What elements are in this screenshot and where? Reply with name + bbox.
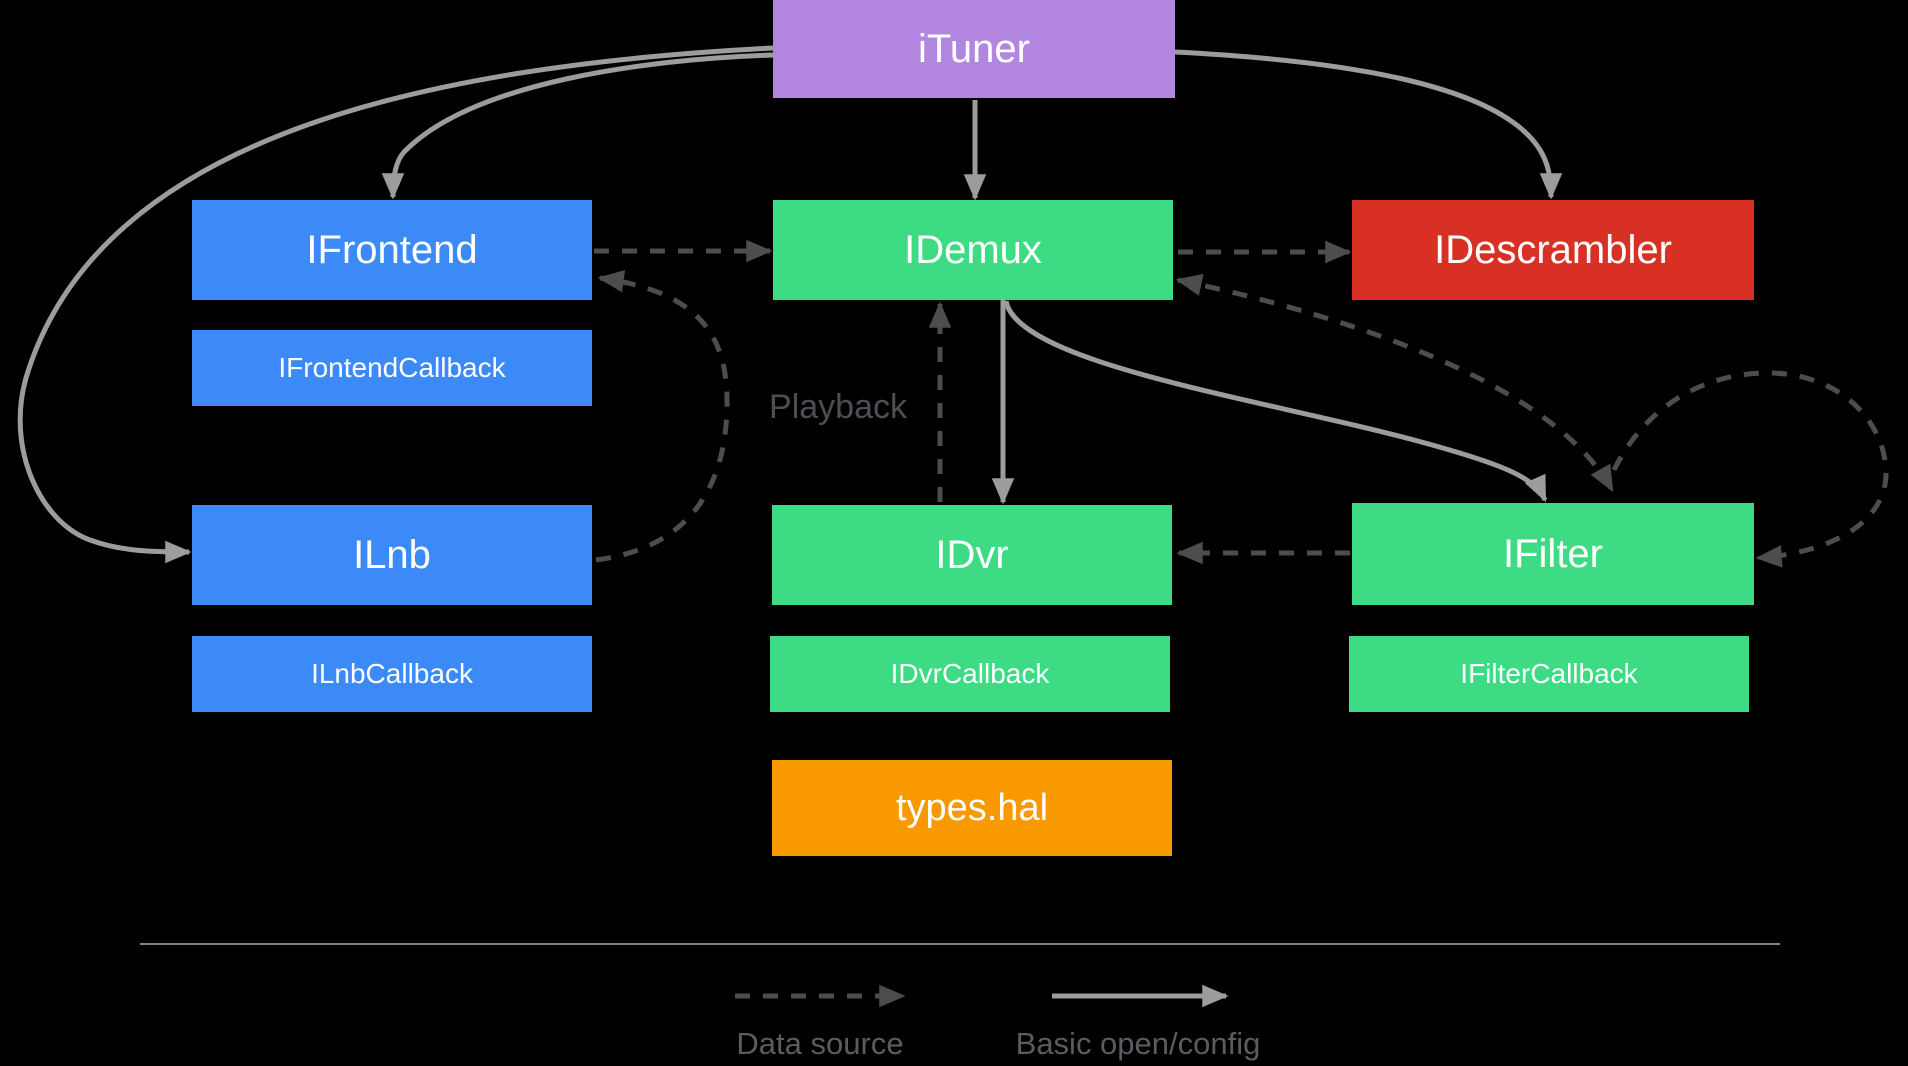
edge-idemux-to-ifilter <box>1003 300 1548 503</box>
node-ifilter-callback: IFilterCallback <box>1349 636 1749 712</box>
node-idemux: IDemux <box>773 200 1173 300</box>
node-ifilter: IFilter <box>1352 503 1754 605</box>
node-ilnb-label: ILnb <box>353 533 431 577</box>
edge-ifilter-self-loop <box>1611 370 1889 568</box>
node-idemux-label: IDemux <box>904 228 1042 272</box>
node-ifrontend-label: IFrontend <box>306 228 478 272</box>
node-idvr: IDvr <box>772 505 1172 605</box>
node-types-hal-label: types.hal <box>895 787 1049 829</box>
node-ifilter-label: IFilter <box>1503 532 1603 576</box>
playback-label: Playback <box>769 388 907 426</box>
node-ifrontend-callback: IFrontendCallback <box>192 330 592 406</box>
edge-ituner-to-ifrontend <box>381 52 774 200</box>
edge-idemux-ifilter-bidirectional <box>1175 273 1615 493</box>
node-idvr-callback-label: IDvrCallback <box>890 658 1050 689</box>
node-idvr-label: IDvr <box>935 533 1009 577</box>
node-ifrontend-callback-label: IFrontendCallback <box>278 352 506 383</box>
node-ilnb: ILnb <box>192 505 592 605</box>
node-ilnb-callback-label: ILnbCallback <box>311 658 473 689</box>
node-ilnb-callback: ILnbCallback <box>192 636 592 712</box>
node-ituner: iTuner <box>773 0 1175 98</box>
legend-basic-open-config-label: Basic open/config <box>1015 1026 1261 1061</box>
edge-ituner-to-ilnb <box>17 45 774 564</box>
node-idvr-callback: IDvrCallback <box>770 636 1170 712</box>
node-ituner-label: iTuner <box>918 27 1030 71</box>
node-idescrambler: IDescrambler <box>1352 200 1754 300</box>
edge-ilnb-to-ifrontend <box>595 270 730 563</box>
node-idescrambler-label: IDescrambler <box>1434 228 1672 272</box>
edge-ituner-to-idescrambler <box>1174 49 1563 200</box>
node-types-hal: types.hal <box>772 760 1172 856</box>
node-ifrontend: IFrontend <box>192 200 592 300</box>
legend-data-source-label: Data source <box>736 1026 904 1061</box>
legend-separator <box>140 943 1780 945</box>
node-ifilter-callback-label: IFilterCallback <box>1460 658 1638 689</box>
